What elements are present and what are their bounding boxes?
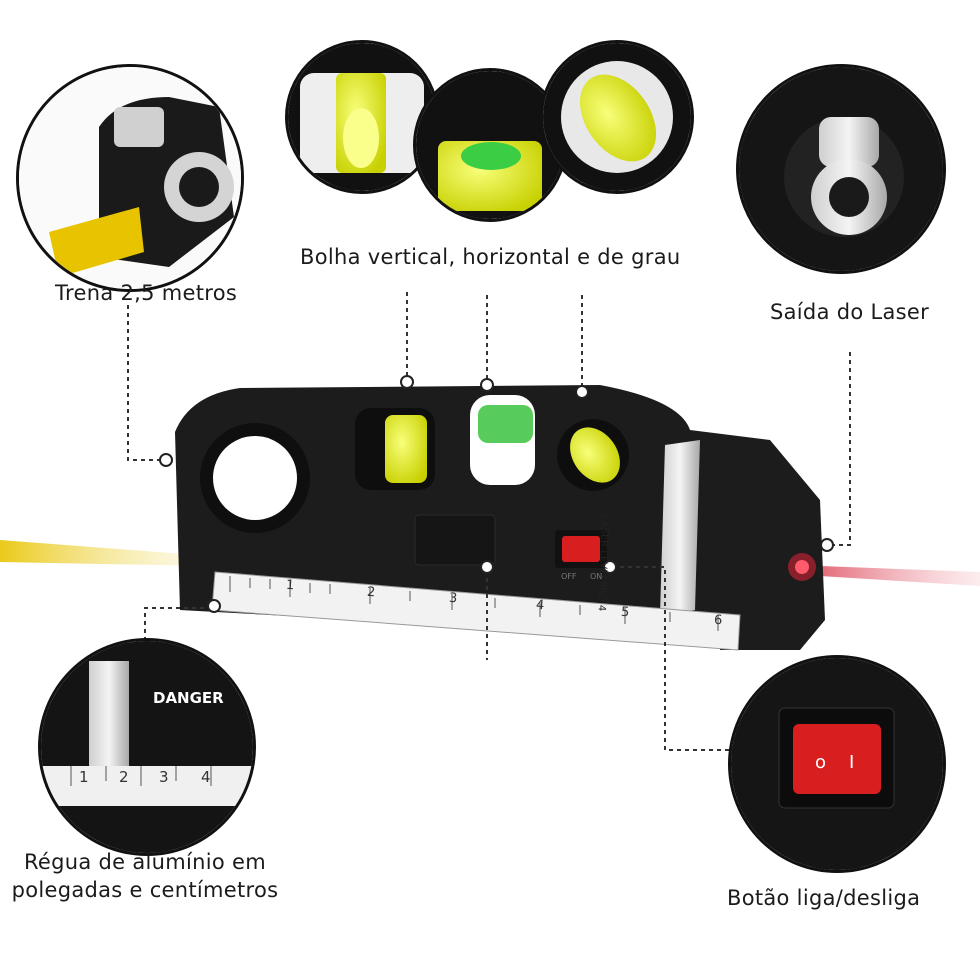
reflection-shape [400, 660, 580, 900]
label-tape-measure: Trena 2,5 metros [55, 281, 238, 305]
level-device [175, 385, 825, 651]
ruler-number: 6 [713, 612, 723, 629]
zoom-ruler-number: 1 [79, 768, 89, 786]
label-power-switch: Botão liga/desliga [727, 886, 921, 910]
zoom-degree-bubble [540, 40, 694, 194]
zoom-ruler-number: 3 [159, 768, 169, 786]
svg-text:I: I [849, 752, 854, 773]
zoom-tape-measure [16, 64, 244, 292]
ruler-number: 1 [285, 577, 295, 594]
danger-text: DANGER [153, 689, 224, 707]
brand-text: LASER LEVELPRO 4 [595, 514, 610, 612]
ruler-ticks [229, 576, 719, 631]
label-ruler: Régua de alumínio em polegadas e centíme… [10, 850, 280, 902]
zoom-laser-output [736, 64, 946, 274]
zoom-horizontal-bubble [413, 68, 567, 222]
leader-lines [127, 292, 851, 751]
laser-beam-left [0, 540, 210, 566]
label-bubbles: Bolha vertical, horizontal e de grau [300, 245, 681, 269]
ruler-number: 3 [448, 590, 458, 607]
label-ruler-line2: polegadas e centímetros [11, 878, 279, 902]
zoom-vertical-bubble [285, 40, 439, 194]
svg-text:o: o [815, 752, 826, 773]
ruler-number: 4 [535, 597, 545, 614]
ruler-number: 5 [620, 604, 630, 621]
switch-on-label: ON [590, 572, 603, 581]
zoom-ruler-number: 4 [201, 768, 211, 786]
label-ruler-line1: Régua de alumínio em [23, 850, 267, 874]
label-laser-output: Saída do Laser [770, 300, 930, 324]
ruler-number: 2 [366, 584, 376, 601]
leader-dots [159, 375, 834, 613]
zoom-ruler-number: 2 [119, 768, 129, 786]
zoom-aluminum-ruler: DANGER 1 2 3 4 [38, 638, 256, 856]
zoom-power-switch: o I [728, 655, 946, 873]
laser-beam-right [820, 566, 980, 586]
switch-off-label: OFF [561, 572, 577, 581]
